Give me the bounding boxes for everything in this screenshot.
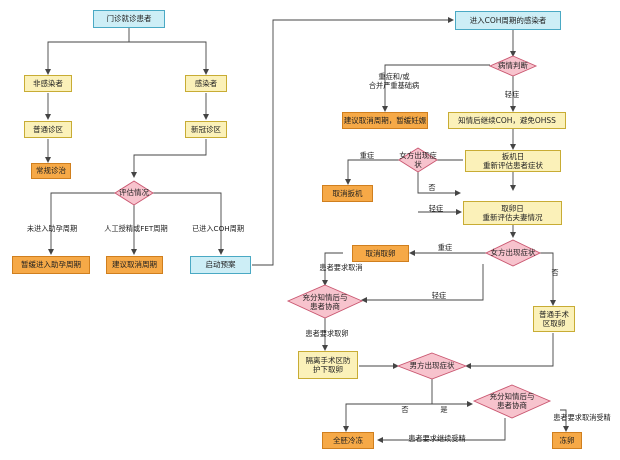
condition-label: 病情判断	[498, 61, 528, 71]
cancel-trigger-box: 取消扳机	[322, 185, 373, 202]
isolated-or-box: 隔离手术区防 护下取卵	[298, 351, 358, 379]
label-no-2: 否	[551, 268, 559, 277]
condition-diamond	[488, 55, 538, 77]
female-symptom-diamond-2	[484, 239, 542, 267]
label-severe-2: 重症	[437, 243, 453, 252]
label-severe-comorbid: 重症和/或 合并严重基础病	[368, 72, 420, 91]
cancel-pause-box: 建议取消周期，暂缓妊娠	[342, 112, 428, 129]
assess-label: 评估情况	[119, 188, 149, 198]
label-severe-1: 重症	[359, 151, 375, 160]
label-patient-cancel: 患者要求取消	[319, 263, 363, 272]
start-box: 门诊就诊患者	[93, 10, 165, 28]
female-symptom-label-1: 女方出现症状	[399, 150, 437, 169]
coh-patient-box: 进入COH周期的感染者	[455, 11, 561, 30]
assess-diamond	[114, 180, 154, 206]
label-entered-coh: 已进入COH周期	[191, 224, 245, 233]
normal-clinic-box: 普通诊区	[24, 121, 72, 138]
freeze-all-box: 全胚冷冻	[322, 432, 374, 449]
freeze-eggs-box: 冻卵	[552, 432, 582, 449]
label-patient-continue: 患者要求继续受精	[408, 434, 466, 443]
cancel-retrieval-box: 取消取卵	[352, 245, 409, 262]
cancel-cycle-box: 建议取消周期	[106, 256, 163, 274]
infected-box: 感染者	[185, 75, 227, 92]
label-patient-retrieve: 患者要求取卵	[305, 329, 349, 338]
routine-box: 常规诊治	[31, 163, 71, 179]
plan-box: 启动预案	[190, 256, 251, 274]
label-mild-1: 轻症	[504, 90, 520, 99]
retrieval-day-box: 取卵日 重新评估夫妻情况	[463, 201, 562, 225]
non-infected-box: 非感染者	[24, 75, 72, 92]
label-not-entered: 未进入助孕周期	[26, 224, 78, 233]
regular-or-box: 普通手术 区取卵	[533, 306, 575, 332]
male-symptom-label: 男方出现症状	[409, 361, 455, 371]
label-patient-cancel-transfer: 患者要求取消受精	[553, 413, 611, 422]
label-mild-2: 轻症	[428, 204, 444, 213]
label-no-1: 否	[428, 183, 436, 192]
female-symptom-label-2: 女方出现症状	[490, 248, 536, 258]
consult-label: 充分知情后与 患者协商	[302, 292, 348, 311]
continue-coh-box: 知情后继续COH，避免OHSS	[448, 112, 566, 129]
consult-diamond-2	[472, 384, 552, 419]
covid-clinic-box: 新冠诊区	[185, 121, 227, 138]
consult-diamond	[286, 284, 364, 319]
pause-art-box: 暂缓进入助孕周期	[12, 256, 90, 274]
label-ai-fet: 人工授精或FET周期	[104, 224, 168, 233]
consult2-label: 充分知情后与 患者协商	[489, 391, 535, 410]
label-yes-1: 是	[440, 405, 448, 414]
male-symptom-diamond	[396, 352, 468, 380]
label-no-3: 否	[401, 405, 409, 414]
label-mild-3: 轻症	[431, 291, 447, 300]
female-symptom-diamond-1	[398, 147, 438, 173]
trigger-day-box: 扳机日 重新评估患者症状	[465, 150, 561, 172]
